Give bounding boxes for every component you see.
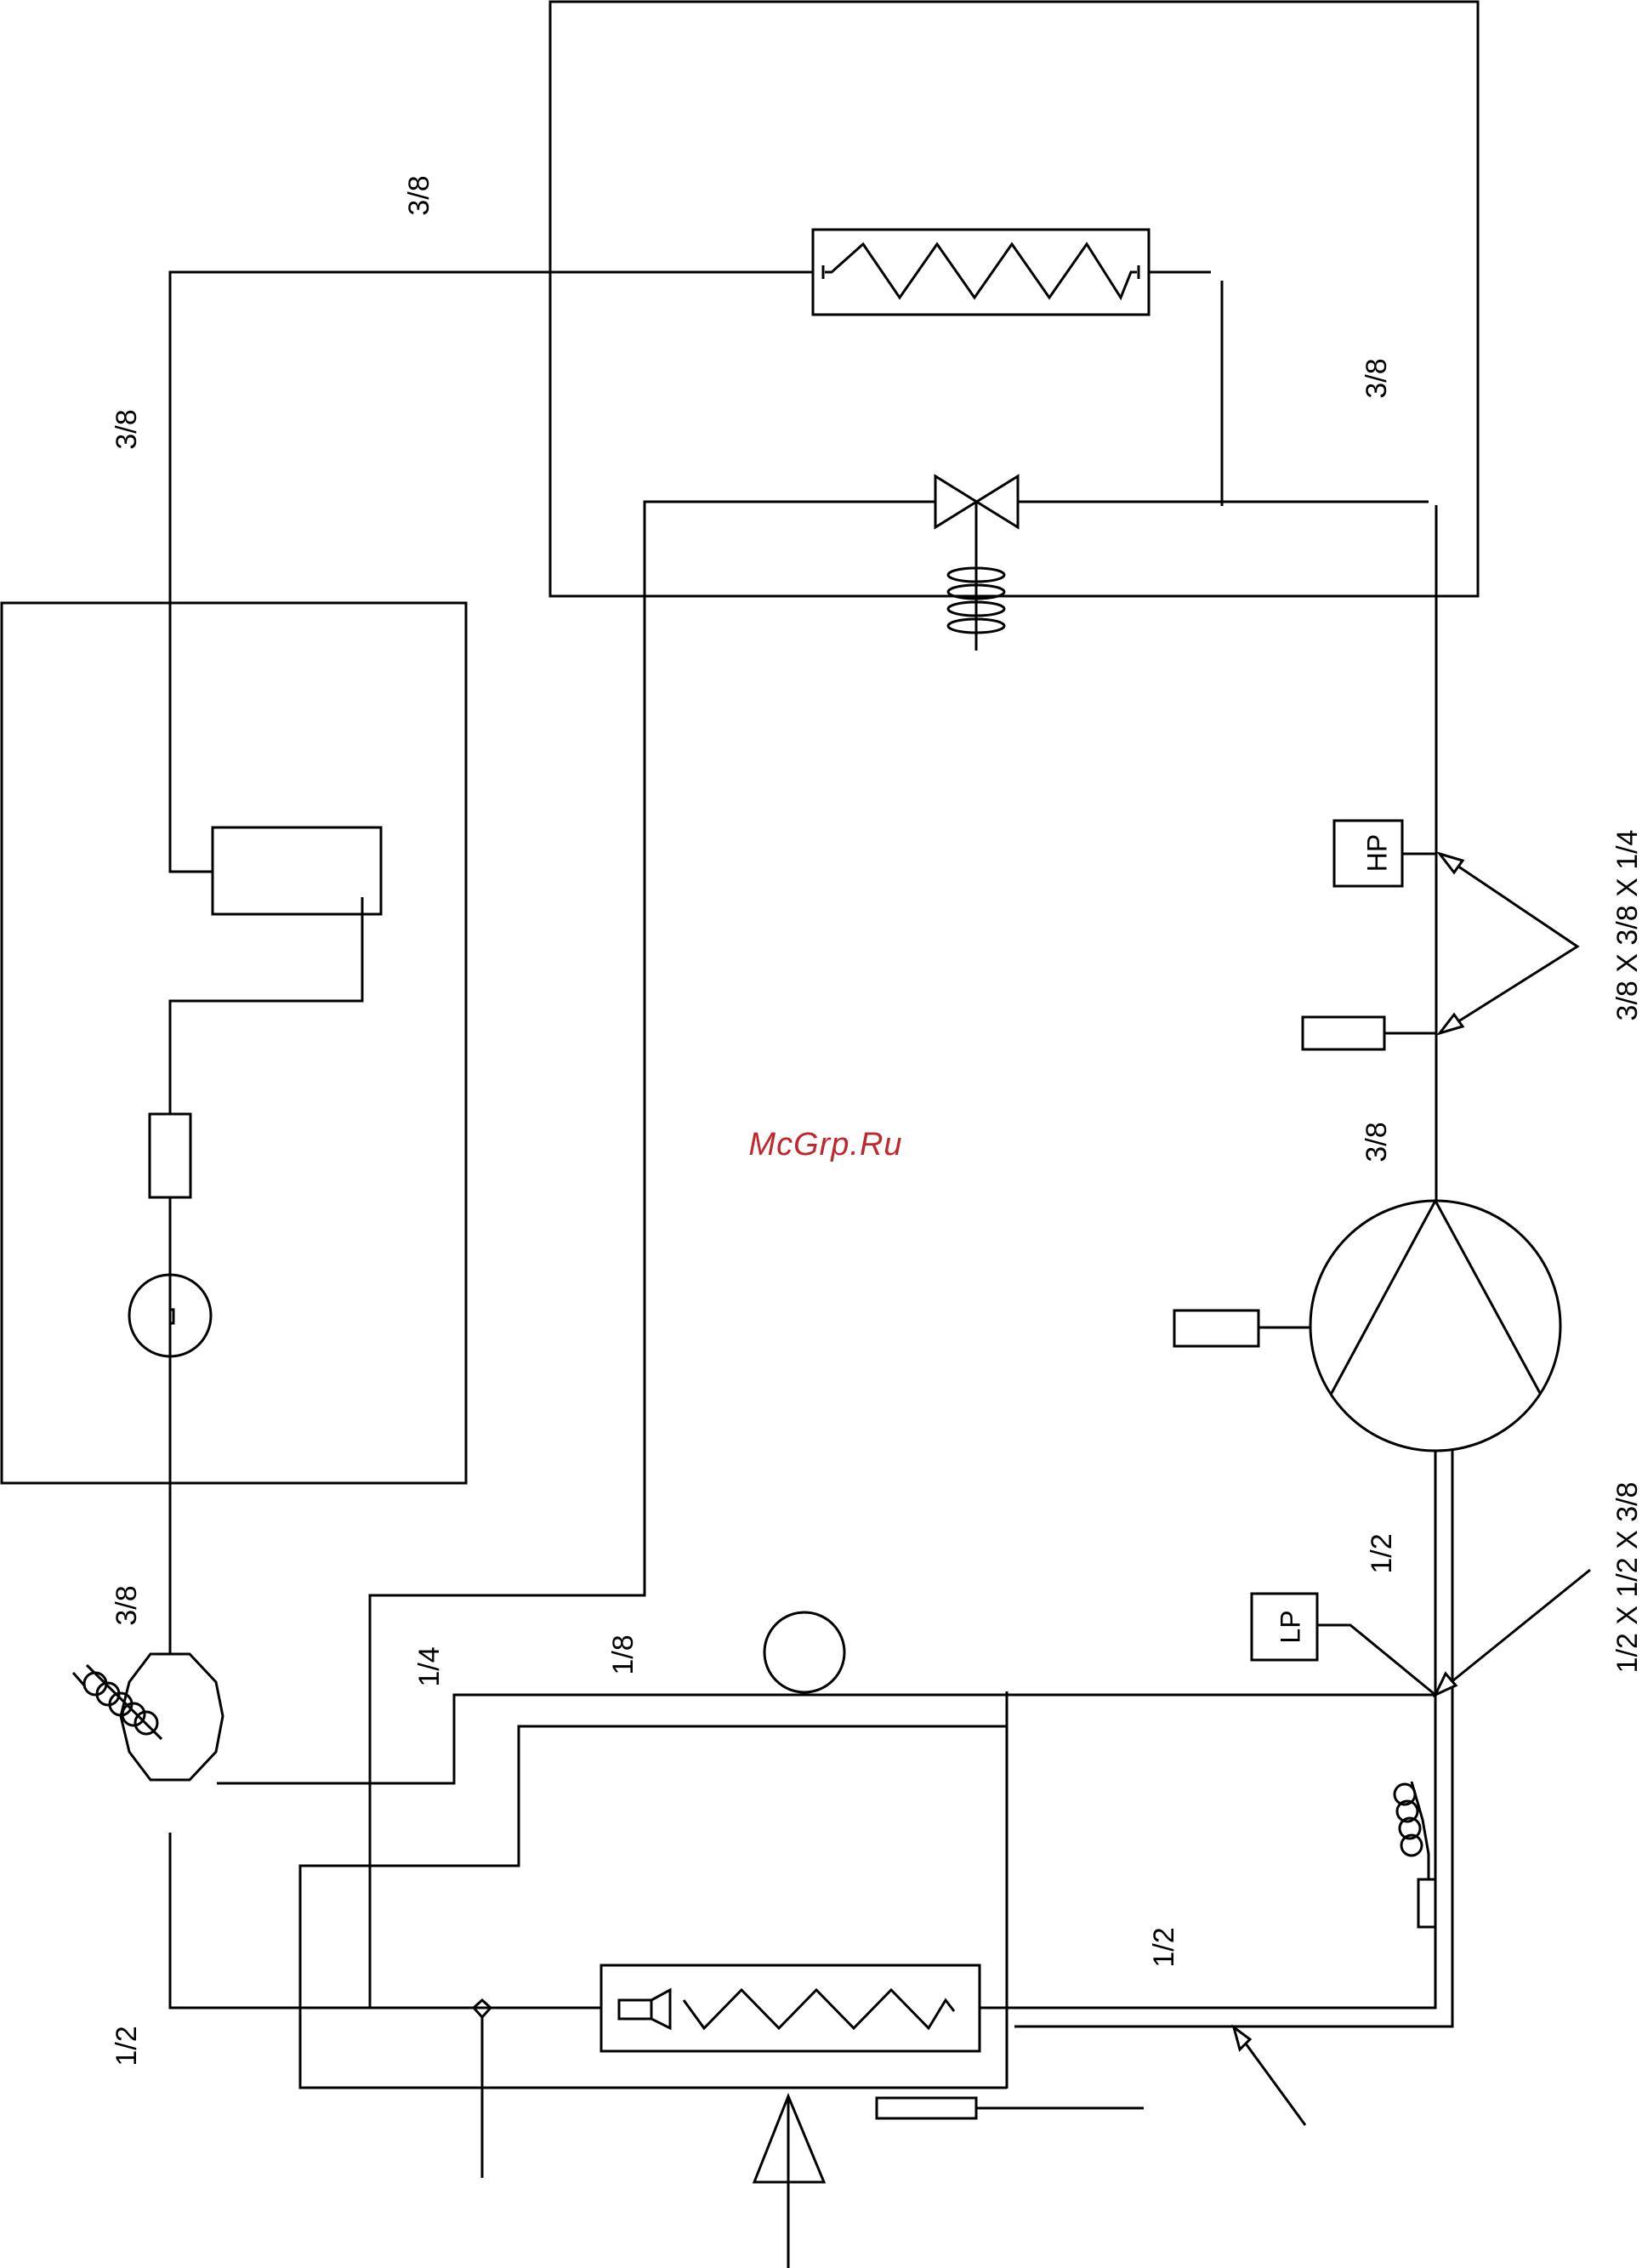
hp-switch-label: HP	[1361, 834, 1392, 872]
bottom-coil-box	[601, 1965, 980, 2051]
lp-connector	[1317, 1625, 1435, 1695]
label-pipe-capillary: 1/8	[607, 1634, 639, 1674]
bottom-coil-zigzag	[684, 1990, 954, 2028]
suction-filter	[1418, 1879, 1435, 1927]
label-pipe-suction: 1/2	[1366, 1533, 1398, 1573]
label-tee-upper: 3/8 X 3/8 X 1/4	[1611, 830, 1642, 1021]
compressor	[1310, 1201, 1560, 1451]
condenser-zigzag	[825, 244, 1137, 298]
outdoor-unit-enclosure	[550, 2, 1478, 596]
watermark-text: McGrp.Ru	[748, 1127, 902, 1162]
evaporator-box	[213, 827, 381, 914]
tee-upper-arrowhead-bottom	[1440, 1015, 1463, 1033]
label-pipe-quarter: 1/4	[413, 1646, 446, 1686]
label-pipe-left-lower: 3/8	[111, 1585, 143, 1625]
pipe-left-bottom	[170, 1833, 601, 2008]
tee-upper-pointer	[1440, 854, 1577, 1033]
label-pipe-top-left: 3/8	[403, 175, 435, 215]
tee-lower-pointer	[1435, 1570, 1590, 1695]
compressor-symbol	[1331, 1201, 1541, 1395]
evaporator-outlet	[170, 897, 362, 1114]
label-pipe-right-upper: 3/8	[1361, 358, 1393, 398]
bottom-sensor-box	[877, 2098, 976, 2118]
label-pipe-bottom-left: 1/2	[111, 2026, 143, 2066]
indoor-unit-enclosure	[2, 603, 466, 1483]
label-pipe-bottom-right: 1/2	[1148, 1927, 1180, 1967]
label-tee-lower: 1/2 X 1/2 X 3/8	[1611, 1482, 1642, 1674]
filter-drier	[150, 1114, 190, 1197]
receiver-circle	[764, 1612, 844, 1692]
pipe-capillary	[217, 1695, 1435, 1783]
tee-upper-arrowhead-top	[1440, 854, 1463, 873]
label-pipe-left-upper: 3/8	[111, 409, 143, 449]
bottom-coil-fan-horn	[651, 1990, 670, 2028]
pipe-top-left	[170, 272, 813, 872]
label-pipe-discharge: 3/8	[1361, 1122, 1393, 1162]
bottom-coil-fan-body	[619, 2000, 651, 2019]
discharge-sensor-box	[1303, 1017, 1384, 1049]
compressor-heater-box	[1174, 1310, 1258, 1346]
lp-switch-label: LP	[1275, 1610, 1305, 1643]
pipe-loop-1	[300, 1726, 1007, 2088]
